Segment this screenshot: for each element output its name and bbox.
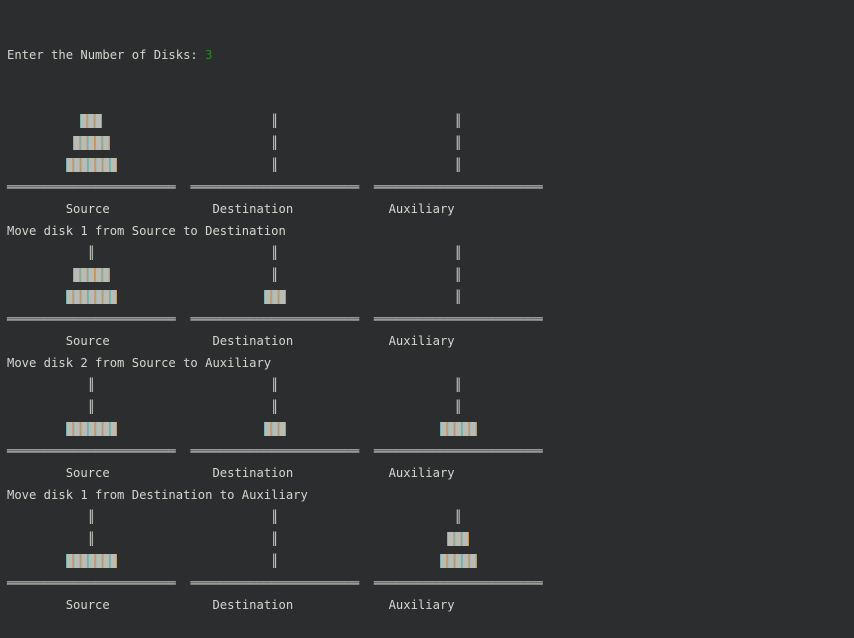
terminal-line: ║ ║ ║: [7, 374, 854, 396]
peg-icon: ║: [87, 510, 96, 524]
terminal-line: ═══════════════════════ ════════════════…: [7, 176, 854, 198]
terminal-line: Move disk 2 from Source to Auxiliary: [7, 352, 854, 374]
terminal-line: █████ ║ ║: [7, 132, 854, 154]
rod-label-destination: Destination: [212, 466, 294, 480]
rod-base: ═══════════════════════: [190, 444, 360, 458]
rod-label-auxiliary: Auxiliary: [388, 202, 455, 216]
terminal-line: ═══════════════════════ ════════════════…: [7, 440, 854, 462]
rod-base: ═══════════════════════: [373, 444, 543, 458]
terminal-line: Source Destination Auxiliary: [7, 462, 854, 484]
terminal-line: Source Destination Auxiliary: [7, 198, 854, 220]
rod-base: ═══════════════════════: [190, 180, 360, 194]
rod-base: ═══════════════════════: [373, 576, 543, 590]
peg-icon: ║: [454, 400, 462, 414]
disk-2: █████: [439, 422, 477, 436]
terminal-line: ═══════════════════════ ════════════════…: [7, 308, 854, 330]
terminal-line: Source Destination Auxiliary: [7, 330, 854, 352]
rod-base: ═══════════════════════: [7, 180, 176, 194]
disk-3: ███████: [65, 158, 118, 172]
disk-2: █████: [73, 268, 110, 282]
terminal-line: Move disk 1 from Source to Destination: [7, 220, 854, 242]
terminal-line: ║ ║ ███: [7, 528, 854, 550]
peg-icon: ║: [454, 268, 462, 282]
disk-2: █████: [73, 136, 110, 150]
rod-base: ═══════════════════════: [190, 312, 360, 326]
rod-base: ═══════════════════════: [373, 312, 543, 326]
rod-label-source: Source: [65, 466, 110, 480]
rod-base: ═══════════════════════: [373, 180, 543, 194]
terminal-line: ███████ ║ ║: [7, 154, 854, 176]
disk-2: █████: [439, 554, 477, 568]
rod-label-destination: Destination: [212, 598, 294, 612]
rod-base: ═══════════════════════: [7, 444, 176, 458]
peg-icon: ║: [271, 378, 279, 392]
prompt-text: Enter the Number of Disks:: [7, 48, 206, 62]
disk-1: ███: [447, 532, 470, 546]
peg-icon: ║: [454, 290, 462, 304]
disk-1: ███: [263, 422, 286, 436]
disk-1: ███: [80, 114, 103, 128]
peg-icon: ║: [87, 378, 96, 392]
rod-label-auxiliary: Auxiliary: [388, 598, 455, 612]
rod-label-source: Source: [65, 334, 110, 348]
terminal-line: ███████ ║ █████: [7, 550, 854, 572]
peg-icon: ║: [271, 400, 279, 414]
peg-icon: ║: [87, 246, 96, 260]
terminal-line: ║ ║ ║: [7, 242, 854, 264]
move-message: Move disk 2 from Source to Auxiliary: [7, 356, 272, 370]
peg-icon: ║: [87, 532, 96, 546]
terminal-line: ║ ║ ║: [7, 396, 854, 418]
peg-icon: ║: [454, 246, 462, 260]
move-message: Move disk 1 from Destination to Auxiliar…: [7, 488, 308, 502]
rod-label-auxiliary: Auxiliary: [388, 466, 455, 480]
peg-icon: ║: [454, 158, 462, 172]
rod-base: ═══════════════════════: [190, 576, 360, 590]
move-message: Move disk 1 from Source to Destination: [7, 224, 286, 238]
peg-icon: ║: [271, 510, 279, 524]
peg-icon: ║: [271, 554, 279, 568]
rod-label-destination: Destination: [212, 334, 294, 348]
peg-icon: ║: [454, 136, 462, 150]
peg-icon: ║: [454, 510, 462, 524]
peg-icon: ║: [454, 378, 462, 392]
terminal-line: ███████ ███ █████: [7, 418, 854, 440]
rod-label-auxiliary: Auxiliary: [388, 334, 455, 348]
peg-icon: ║: [271, 158, 279, 172]
disk-3: ███████: [65, 554, 118, 568]
terminal-line: ═══════════════════════ ════════════════…: [7, 572, 854, 594]
disk-1: ███: [263, 290, 286, 304]
terminal-line: █████ ║ ║: [7, 264, 854, 286]
rod-label-source: Source: [65, 598, 110, 612]
terminal-line: ███ ║ ║: [7, 110, 854, 132]
rod-label-source: Source: [65, 202, 110, 216]
peg-icon: ║: [271, 246, 279, 260]
peg-icon: ║: [87, 400, 96, 414]
terminal-line: Move disk 1 from Destination to Auxiliar…: [7, 484, 854, 506]
rod-label-destination: Destination: [212, 202, 294, 216]
disk-3: ███████: [65, 290, 118, 304]
terminal-line: Source Destination Auxiliary: [7, 594, 854, 616]
prompt-input-value: 3: [205, 48, 213, 62]
terminal-line: ███████ ███ ║: [7, 286, 854, 308]
disk-3: ███████: [65, 422, 118, 436]
peg-icon: ║: [271, 532, 279, 546]
rod-base: ═══════════════════════: [7, 576, 176, 590]
peg-icon: ║: [454, 114, 462, 128]
peg-icon: ║: [271, 268, 279, 282]
terminal[interactable]: Enter the Number of Disks: 3 ███ ║ ║ ███…: [0, 0, 854, 612]
prompt-line: Enter the Number of Disks: 3: [7, 44, 854, 66]
hanoi-output: ███ ║ ║ █████ ║ ║ ███████ ║ ║═══════════…: [7, 110, 854, 616]
peg-icon: ║: [271, 136, 279, 150]
rod-base: ═══════════════════════: [7, 312, 176, 326]
terminal-line: ║ ║ ║: [7, 506, 854, 528]
peg-icon: ║: [271, 114, 279, 128]
